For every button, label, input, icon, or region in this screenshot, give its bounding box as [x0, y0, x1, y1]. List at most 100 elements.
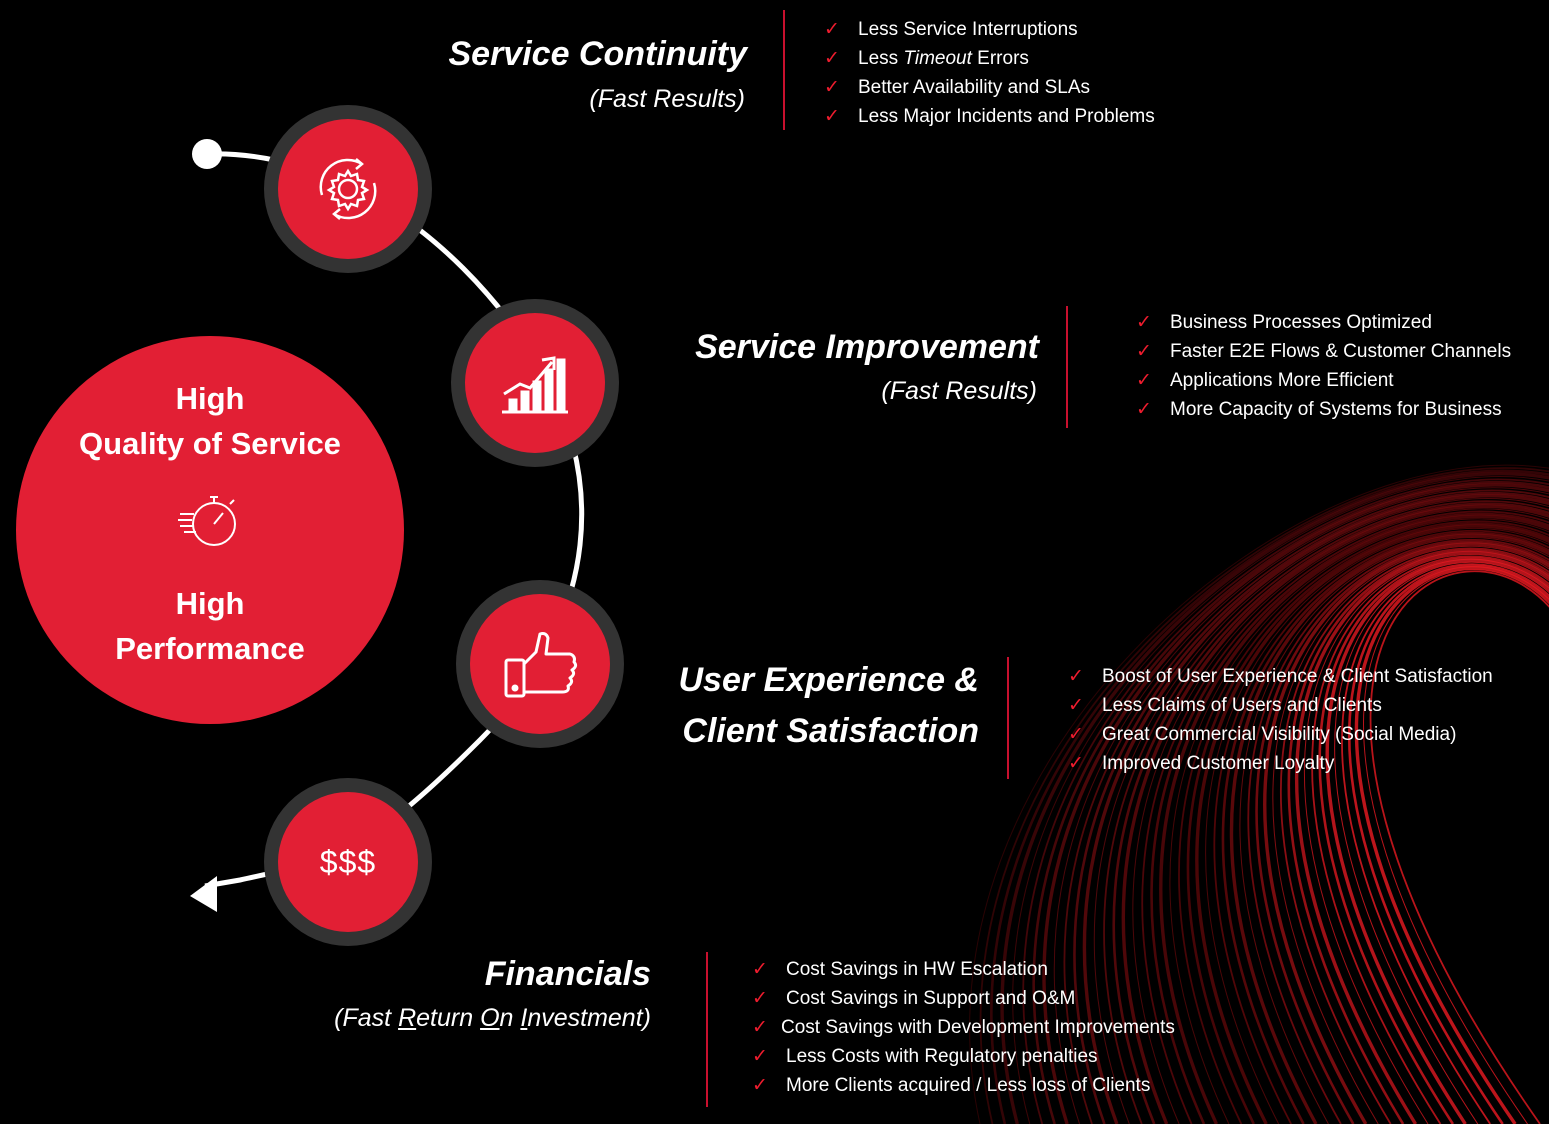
swirl-streak: [1325, 558, 1549, 1124]
check-icon: ✓: [1136, 311, 1152, 333]
swirl-streak: [1318, 557, 1549, 1124]
list-item: ✓Boost of User Experience & Client Satis…: [1060, 662, 1493, 691]
check-icon: ✓: [1136, 369, 1152, 391]
center-line-3: High: [175, 586, 245, 621]
check-icon: ✓: [824, 18, 840, 40]
experience-list: ✓Boost of User Experience & Client Satis…: [1060, 662, 1493, 778]
list-item: ✓Cost Savings with Development Improveme…: [744, 1013, 1175, 1042]
swirl-streak: [1363, 569, 1549, 1124]
swirl-streak: [1032, 480, 1549, 1124]
swirl-streak: [1186, 522, 1549, 1124]
swirl-streak: [1272, 545, 1549, 1124]
center-circle: High Quality of Service High Performance: [16, 336, 404, 724]
swirl-streak: [1294, 550, 1549, 1124]
swirl-streak: [1255, 540, 1549, 1124]
swirl-streak: [1082, 494, 1549, 1124]
swirl-streak: [1121, 504, 1549, 1124]
swirl-streak: [1063, 489, 1549, 1124]
list-item: ✓Less Timeout Errors: [816, 44, 1155, 73]
swirl-streak: [1150, 512, 1549, 1124]
swirl-streak: [1000, 472, 1549, 1124]
check-icon: ✓: [1136, 398, 1152, 420]
continuity-divider: [783, 10, 785, 130]
swirl-streak: [1229, 533, 1549, 1124]
swirl-streak: [1303, 554, 1549, 1124]
check-icon: ✓: [1068, 665, 1084, 687]
swirl-streak: [1132, 508, 1549, 1124]
experience-title-line2: Client Satisfaction: [682, 712, 979, 750]
check-icon: ✓: [752, 958, 768, 980]
swirl-streak: [1247, 539, 1549, 1124]
swirl-streak: [1311, 555, 1549, 1124]
growth-chart-icon: [502, 356, 568, 414]
swirl-streak: [969, 464, 1549, 1124]
improvement-node: [451, 299, 619, 467]
arc-arrowhead: [190, 876, 217, 912]
check-icon: ✓: [1136, 340, 1152, 362]
swirl-streak: [1178, 520, 1549, 1124]
list-item: ✓Applications More Efficient: [1128, 366, 1511, 395]
check-icon: ✓: [824, 105, 840, 127]
swirl-streak: [1221, 531, 1549, 1124]
improvement-subtitle: (Fast Results): [881, 377, 1037, 405]
gear-cycle-icon: [319, 158, 377, 220]
financials-list: ✓Cost Savings in HW Escalation ✓Cost Sav…: [744, 955, 1175, 1100]
check-icon: ✓: [824, 76, 840, 98]
list-item: ✓Faster E2E Flows & Customer Channels: [1128, 337, 1511, 366]
experience-title-line1: User Experience &: [678, 661, 980, 699]
swirl-streak: [1112, 502, 1549, 1124]
swirl-streak: [1341, 563, 1549, 1124]
swirl-streak: [1213, 529, 1549, 1124]
money-label: $$$: [319, 843, 377, 880]
swirl-streak: [1103, 500, 1549, 1124]
improvement-divider: [1066, 306, 1068, 428]
swirl-streak: [1073, 491, 1549, 1124]
list-item: ✓Improved Customer Loyalty: [1060, 749, 1493, 778]
swirl-streak: [1093, 498, 1549, 1124]
swirl-streak: [1334, 561, 1549, 1124]
check-icon: ✓: [1068, 694, 1084, 716]
list-item: ✓Less Major Incidents and Problems: [816, 102, 1155, 131]
list-item: ✓Cost Savings in HW Escalation: [744, 955, 1175, 984]
list-item: ✓Great Commercial Visibility (Social Med…: [1060, 720, 1493, 749]
swirl-streak: [1205, 527, 1549, 1124]
swirl-streak: [1022, 478, 1549, 1124]
thumbs-up-icon: [504, 632, 578, 698]
financials-divider: [706, 952, 708, 1107]
check-icon: ✓: [1068, 752, 1084, 774]
check-icon: ✓: [752, 987, 768, 1009]
check-icon: ✓: [752, 1016, 768, 1038]
swirl-streak: [990, 469, 1549, 1124]
swirl-streak: [1169, 518, 1549, 1124]
swirl-streak: [1053, 487, 1549, 1124]
swirl-streak: [1141, 510, 1549, 1124]
financials-subtitle: (Fast Return On Investment): [334, 1004, 651, 1032]
center-line-4: Performance: [115, 631, 305, 666]
experience-node: [456, 580, 624, 748]
center-line-1: High: [175, 381, 245, 416]
swirl-streak: [1280, 547, 1549, 1124]
financials-node: $$$: [264, 778, 432, 946]
swirl-streak: [1159, 514, 1549, 1124]
list-item: ✓More Clients acquired / Less loss of Cl…: [744, 1071, 1175, 1100]
swirl-streak: [979, 467, 1549, 1124]
swirl-streak: [1354, 566, 1549, 1124]
swirl-streak: [1239, 537, 1549, 1124]
center-line-2: Quality of Service: [79, 426, 341, 461]
continuity-list: ✓Less Service Interruptions ✓Less Timeou…: [816, 15, 1155, 131]
list-item: ✓Cost Savings in Support and O&M: [744, 984, 1175, 1013]
check-icon: ✓: [752, 1045, 768, 1067]
check-icon: ✓: [824, 47, 840, 69]
arc-start-dot: [192, 139, 222, 169]
swirl-streak: [1263, 542, 1549, 1124]
swirl-streak: [1287, 549, 1549, 1124]
improvement-list: ✓Business Processes Optimized ✓Faster E2…: [1128, 308, 1511, 424]
continuity-node: [264, 105, 432, 273]
list-item: ✓Less Claims of Users and Clients: [1060, 691, 1493, 720]
check-icon: ✓: [1068, 723, 1084, 745]
list-item: ✓Business Processes Optimized: [1128, 308, 1511, 337]
list-item: ✓Less Service Interruptions: [816, 15, 1155, 44]
improvement-title: Service Improvement: [695, 328, 1039, 366]
experience-divider: [1007, 657, 1009, 779]
